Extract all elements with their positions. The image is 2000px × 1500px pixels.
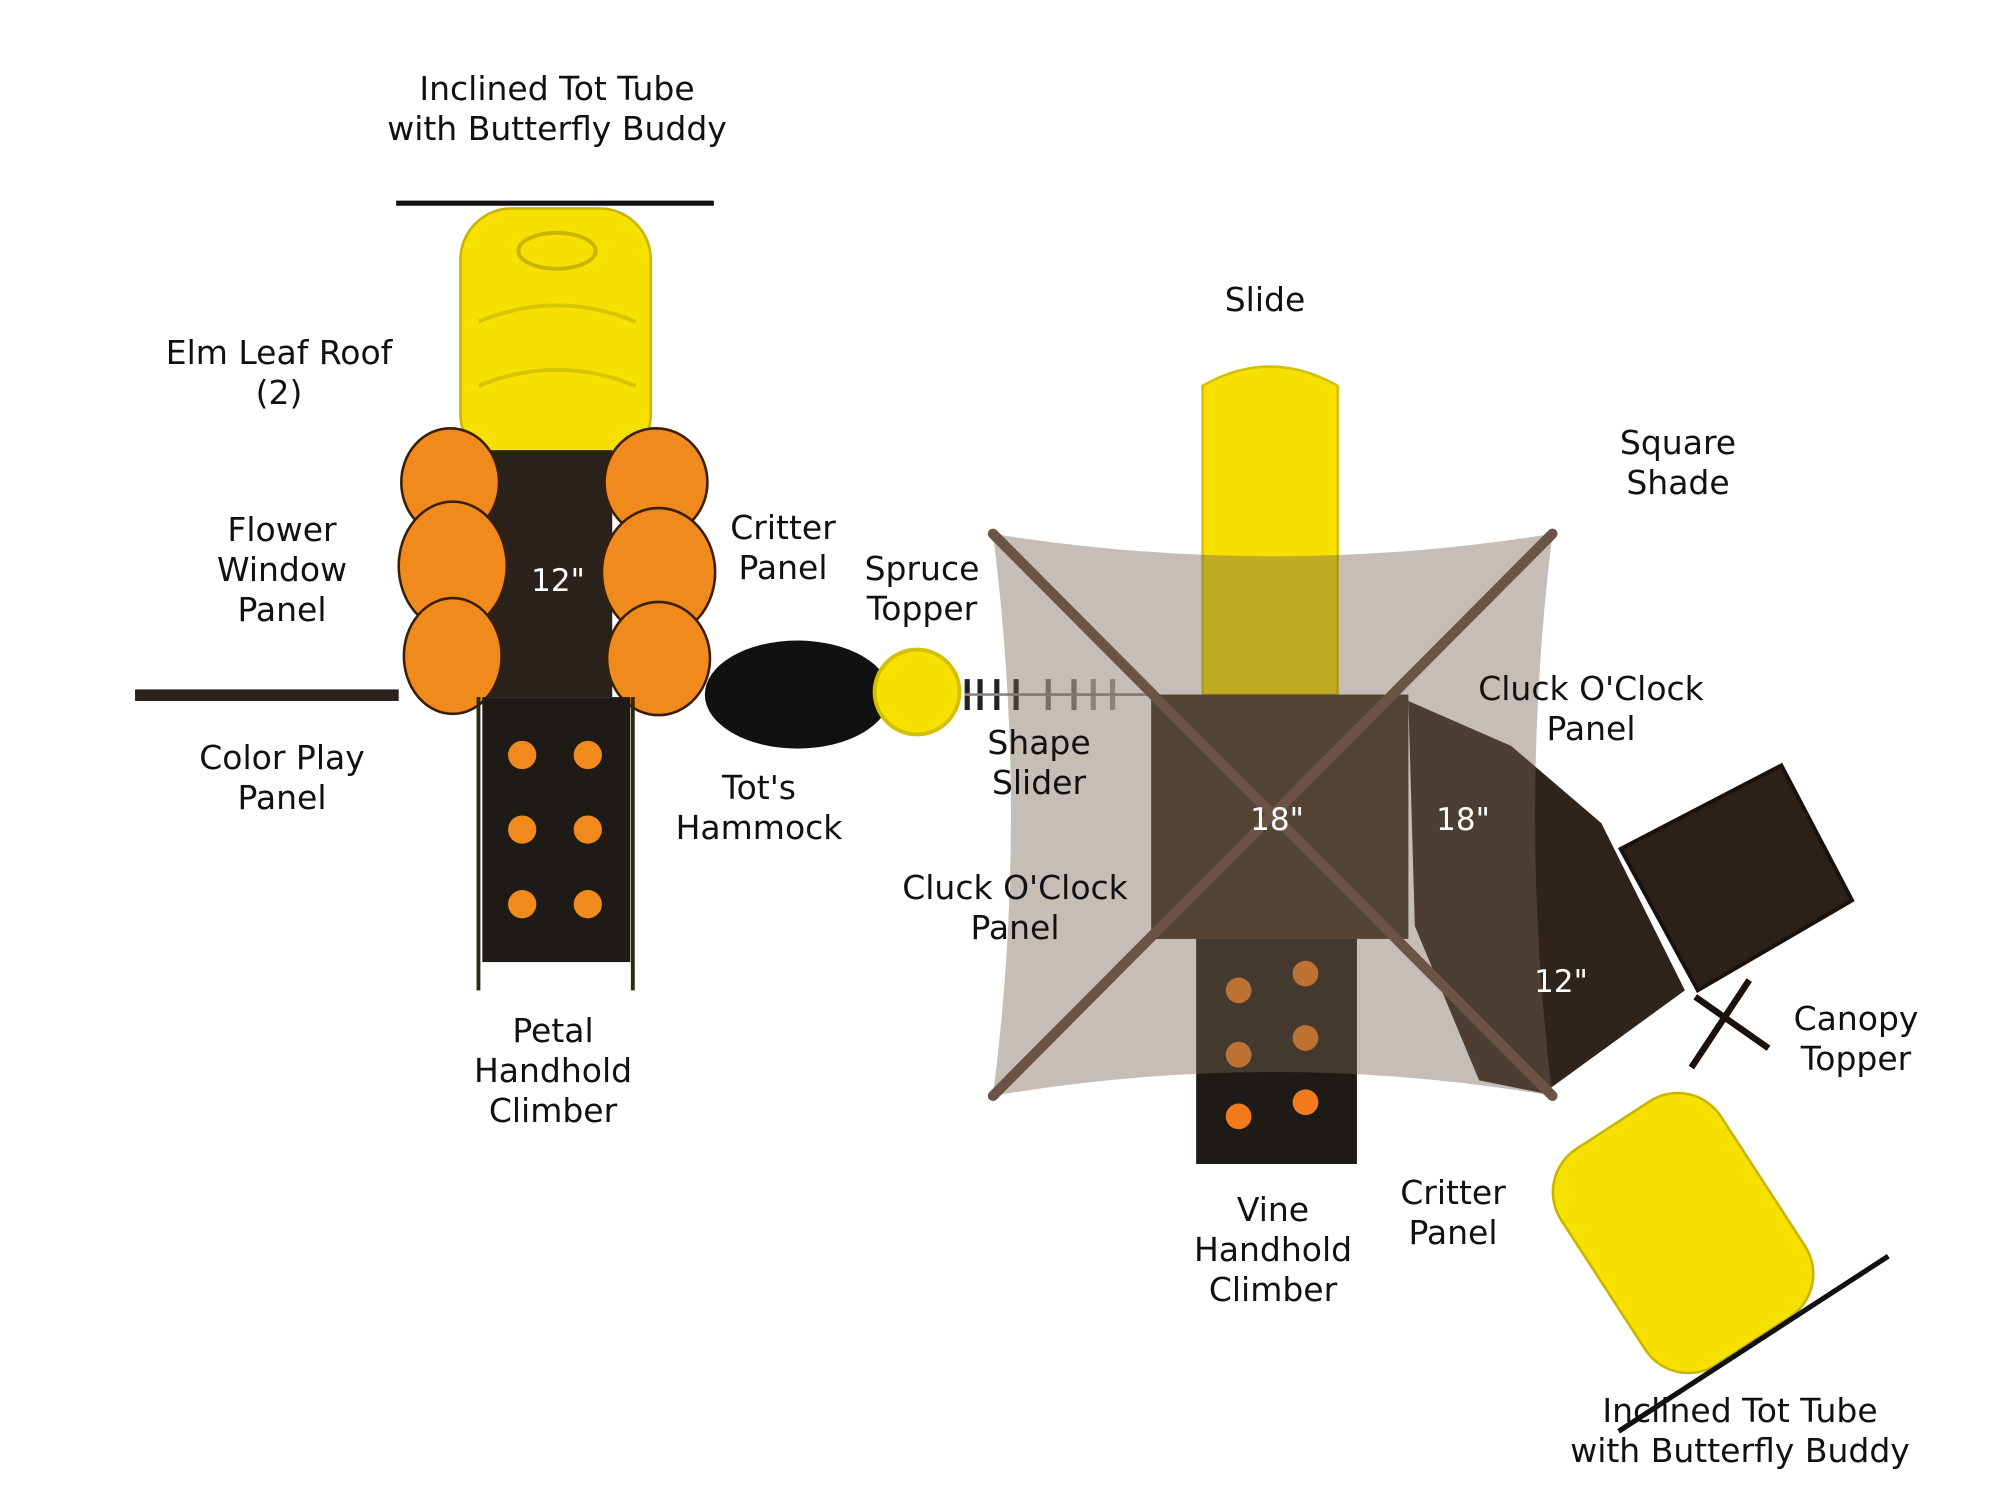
canopy-topper (1688, 978, 1771, 1070)
shade-posts (987, 528, 1558, 1101)
right-deck (1617, 762, 1855, 994)
shape-slider (964, 679, 1152, 710)
slide (1201, 365, 1339, 696)
angled-deck (1408, 700, 1685, 1094)
vine-handhold-climber (1196, 938, 1357, 1165)
tots-hammock (704, 640, 891, 749)
label-slide: Slide (1224, 280, 1306, 319)
right-tot-tube (1551, 1091, 1890, 1434)
label-elm-leaf-roof: Elm Leaf Roof(2) (165, 333, 393, 412)
petal-handhold-climber (476, 697, 635, 991)
left-tot-tube (396, 200, 714, 467)
left-deck (488, 450, 613, 698)
deck-height-left: 12" (531, 563, 585, 599)
elm-leaf-roof-right (600, 427, 717, 717)
deck-height-angled: 18" (1436, 802, 1490, 838)
deck-height-center: 18" (1250, 802, 1304, 838)
color-play-panel (135, 689, 399, 701)
deck-height-right: 12" (1534, 964, 1588, 1000)
spruce-topper (872, 647, 962, 737)
elm-leaf-roof-left (397, 427, 509, 716)
